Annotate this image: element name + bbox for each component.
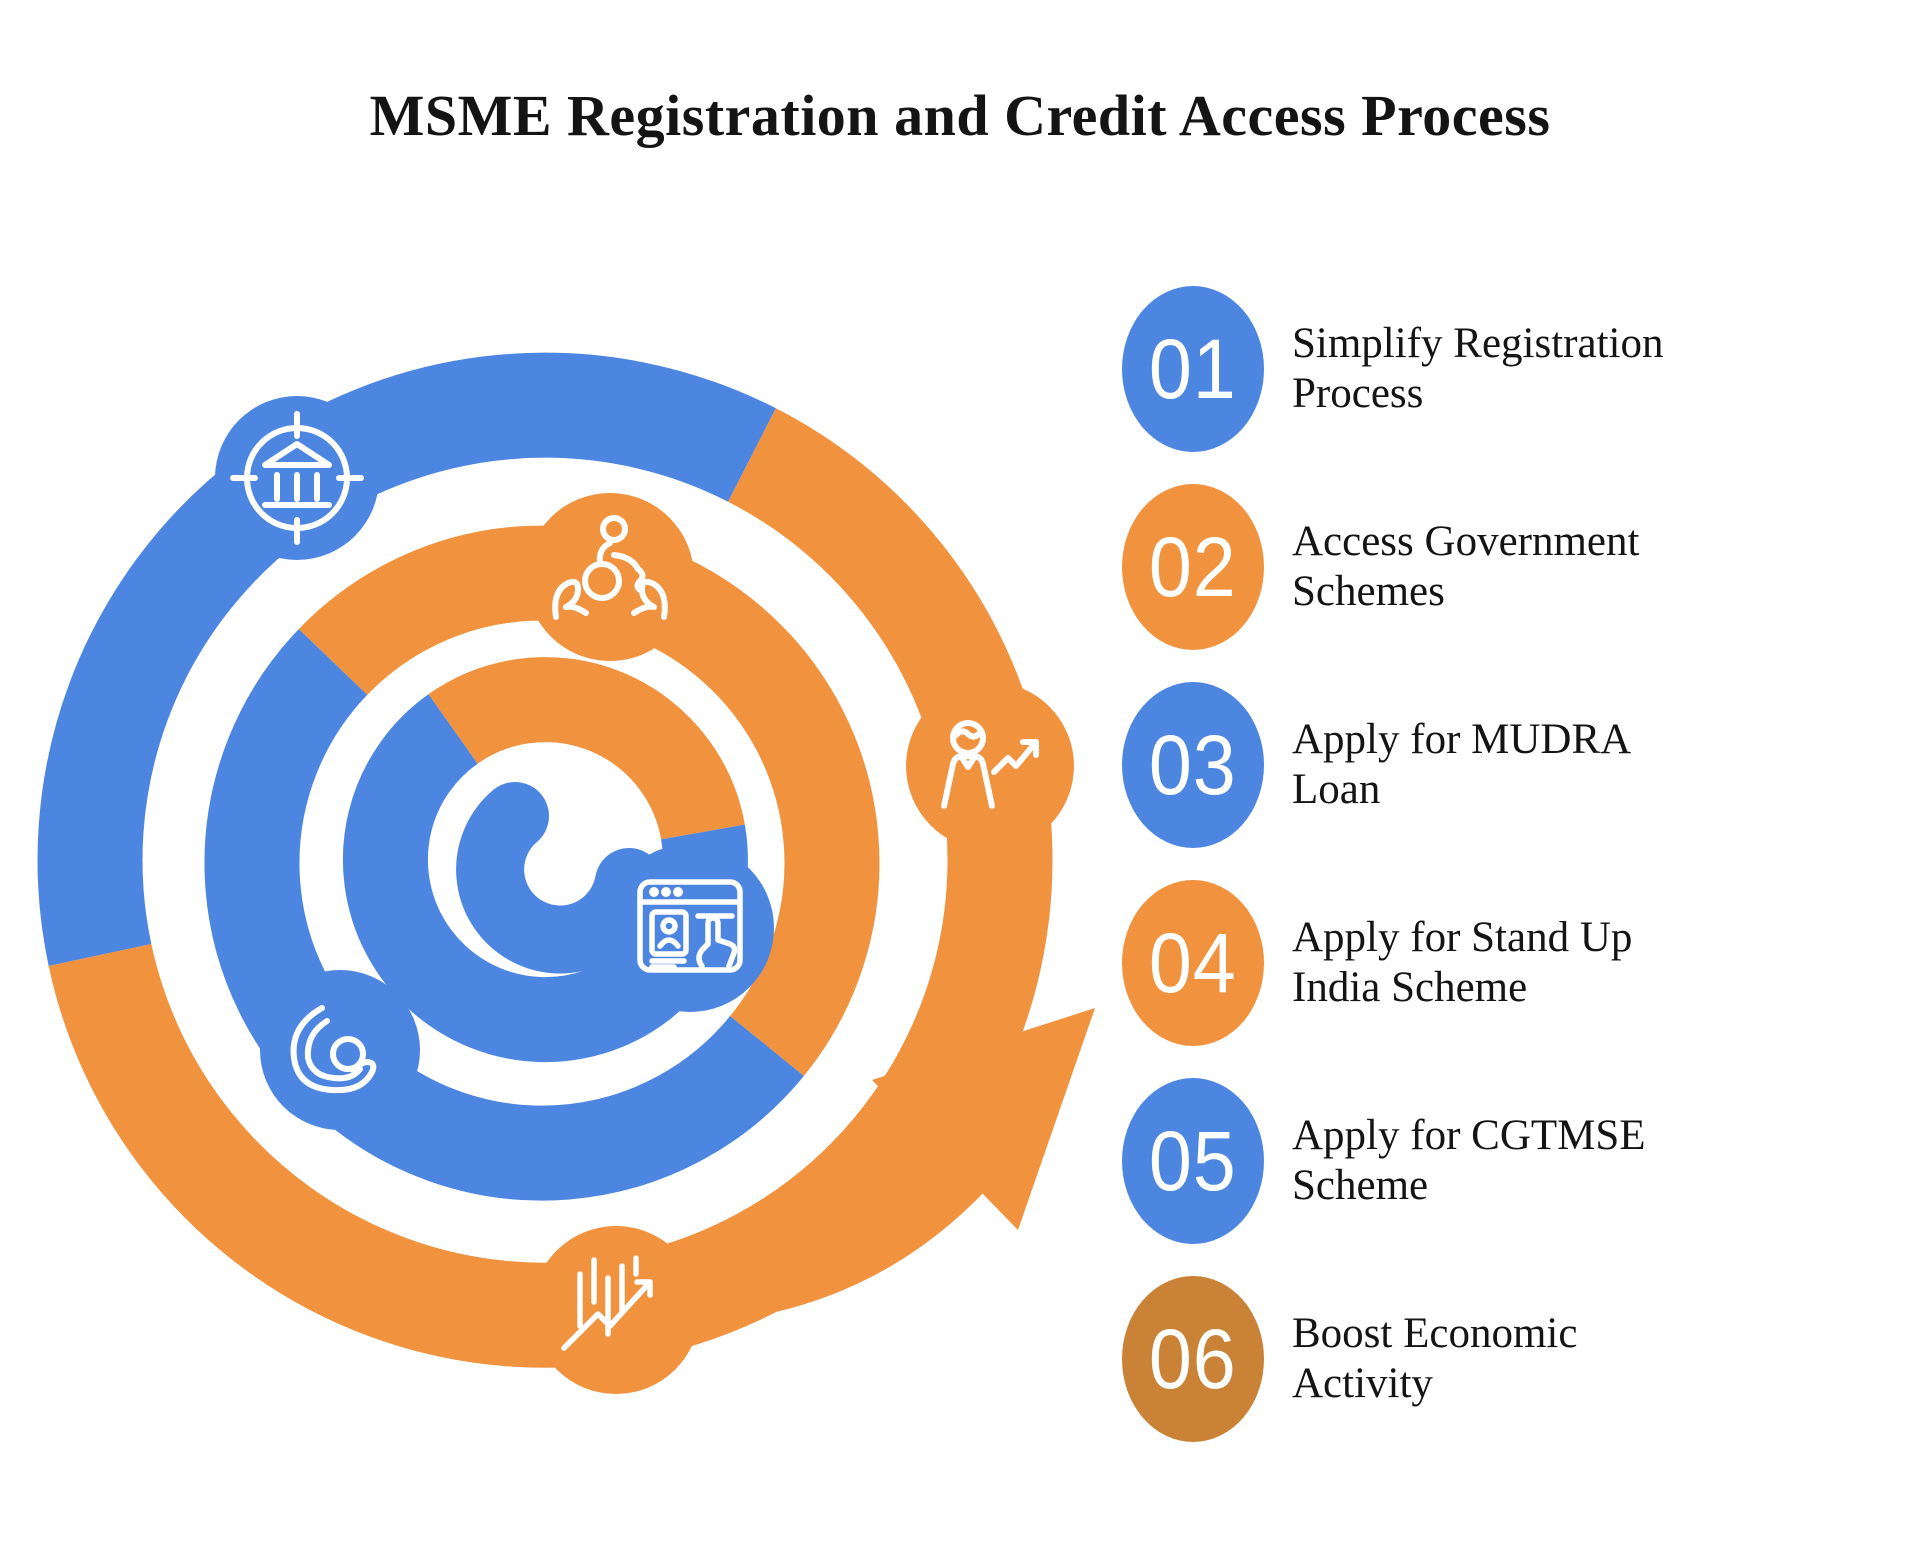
spiral-inner-orange-arc	[428, 657, 745, 841]
market-growth-icon	[561, 1255, 653, 1351]
spiral-node-online-registration	[606, 844, 774, 1012]
spiral-middle-orange-arc	[298, 525, 880, 1076]
step-number-circle: 01	[1122, 286, 1264, 452]
step-row-3: 03 Apply for MUDRA Loan	[1122, 682, 1704, 848]
step-number: 01	[1149, 322, 1237, 416]
page-title: MSME Registration and Credit Access Proc…	[369, 83, 1551, 148]
step-number: 02	[1149, 520, 1237, 614]
spiral-arrow-tail	[746, 1100, 1005, 1314]
step-number-circle: 02	[1122, 484, 1264, 650]
online-registration-icon	[637, 879, 743, 973]
step-number: 04	[1149, 916, 1237, 1010]
step-row-1: 01 Simplify Registration Process	[1122, 286, 1704, 452]
growth-person-icon	[941, 720, 1039, 809]
step-label: Apply for Stand Up India Scheme	[1292, 913, 1633, 1011]
step-row-6: 06 Boost Economic Activity	[1122, 1276, 1704, 1442]
bank-target-icon	[230, 411, 364, 545]
spiral-node-care-hand	[260, 970, 420, 1130]
step-label: Access Government Schemes	[1292, 517, 1640, 615]
step-label: Simplify Registration Process	[1292, 319, 1664, 417]
care-hand-icon	[290, 1005, 377, 1094]
step-row-4: 04 Apply for Stand Up India Scheme	[1122, 880, 1704, 1046]
spiral-arrowhead	[872, 1008, 1095, 1230]
step-label: Apply for CGTMSE Scheme	[1292, 1111, 1646, 1209]
step-number-circle: 05	[1122, 1078, 1264, 1244]
step-label: Apply for MUDRA Loan	[1292, 715, 1629, 813]
spiral-node-bank	[215, 396, 379, 560]
step-number-circle: 06	[1122, 1276, 1264, 1442]
step-label: Boost Economic Activity	[1292, 1309, 1578, 1407]
inclusive-support-icon	[552, 515, 668, 620]
step-number: 05	[1149, 1114, 1237, 1208]
step-number: 06	[1149, 1312, 1237, 1406]
step-number: 03	[1149, 718, 1237, 812]
spiral-node-market-growth	[532, 1226, 700, 1394]
step-row-5: 05 Apply for CGTMSE Scheme	[1122, 1078, 1704, 1244]
step-row-2: 02 Access Government Schemes	[1122, 484, 1704, 650]
spiral-node-inclusive-support	[526, 493, 694, 661]
spiral-node-growth-person	[906, 682, 1074, 850]
step-number-circle: 03	[1122, 682, 1264, 848]
step-number-circle: 04	[1122, 880, 1264, 1046]
